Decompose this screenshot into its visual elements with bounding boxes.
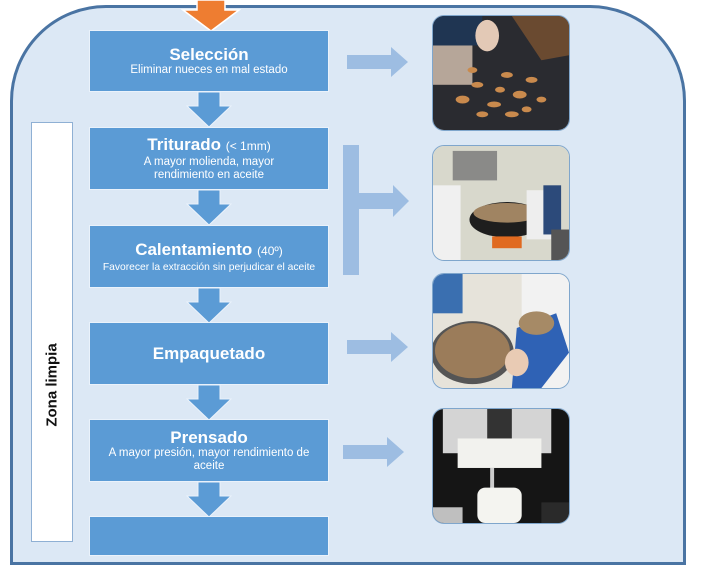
down-arrow-icon bbox=[186, 92, 232, 128]
photo-packaging bbox=[432, 273, 570, 389]
step-prensado: Prensado A mayor presión, mayor rendimie… bbox=[89, 419, 329, 482]
step-note: (40º) bbox=[257, 243, 283, 258]
step-next-partial bbox=[89, 516, 329, 556]
photo-walnut-selection bbox=[432, 15, 570, 131]
step-title: Selección bbox=[169, 45, 249, 64]
step-description: A mayor presión, mayor rendimiento de ac… bbox=[108, 447, 310, 472]
down-arrow-icon bbox=[186, 190, 232, 226]
step-note: (< 1mm) bbox=[225, 139, 271, 153]
step-title: Calentamiento (40º) bbox=[135, 239, 283, 259]
step-triturado: Triturado (< 1mm) A mayor molienda, mayo… bbox=[89, 127, 329, 190]
down-arrow-icon bbox=[186, 288, 232, 324]
down-arrow-icon bbox=[186, 385, 232, 421]
right-arrow-icon bbox=[347, 47, 408, 77]
photo-press bbox=[432, 408, 570, 524]
entry-arrow-icon bbox=[181, 0, 241, 32]
step-title: Prensado bbox=[170, 428, 248, 447]
right-arrow-icon bbox=[347, 332, 408, 362]
clean-zone-box: Zona limpia bbox=[31, 122, 73, 542]
step-description: Eliminar nueces en mal estado bbox=[130, 64, 288, 76]
right-arrow-icon bbox=[343, 437, 404, 467]
step-description: A mayor molienda, mayor rendimiento en a… bbox=[143, 156, 275, 181]
step-title: Empaquetado bbox=[152, 344, 266, 363]
step-empaquetado: Empaquetado bbox=[89, 322, 329, 385]
step-seleccion: Selección Eliminar nueces en mal estado bbox=[89, 30, 329, 92]
step-calentamiento: Calentamiento (40º) Favorecer la extracc… bbox=[89, 225, 329, 288]
clean-zone-label: Zona limpia bbox=[43, 343, 61, 427]
photo-grinding-heating bbox=[432, 145, 570, 261]
down-arrow-icon bbox=[186, 482, 232, 518]
bracket-arrow-icon bbox=[343, 145, 409, 275]
step-title: Triturado (< 1mm) bbox=[147, 135, 271, 154]
step-description: Favorecer la extracción sin perjudicar e… bbox=[102, 261, 316, 273]
